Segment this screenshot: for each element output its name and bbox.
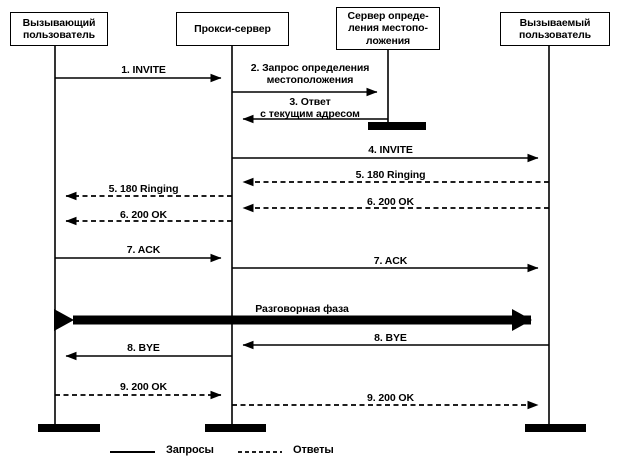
message-label-6-callee-to-proxy: 6. 200 OK [367,196,414,208]
lifeline-lines-group [54,46,550,426]
message-label-8-proxy-to-caller: 8. BYE [127,342,160,354]
lifeline-box-proxy: Прокси-сервер [176,12,289,46]
message-label-4-proxy-to-callee: 4. INVITE [368,144,413,156]
message-label-1-caller-to-proxy: 1. INVITE [121,64,166,76]
message-label-6-proxy-to-caller: 6. 200 OK [120,209,167,221]
activation-bar-location [368,122,426,130]
message-label-7-caller-to-proxy: 7. ACK [126,244,161,256]
message-label-2-proxy-to-location: 2. Запрос определения местоположения [250,62,370,87]
lifeline-box-location: Сервер опреде- ления местопо- ложения [336,7,440,50]
lifeline-box-caller: Вызывающий пользователь [10,12,108,46]
message-label-7-proxy-to-callee: 7. ACK [373,255,408,267]
talk-phase-label: Разговорная фаза [255,303,349,315]
terminator-bar-callee [525,424,586,432]
message-label-9-proxy-to-callee: 9. 200 OK [367,392,414,404]
message-label-3-location-to-proxy: 3. Ответ с текущим адресом [260,96,360,121]
legend-label-dashed: Ответы [293,444,334,456]
message-lines-group [54,73,549,410]
message-label-9-caller-to-proxy: 9. 200 OK [120,381,167,393]
legend-label-solid: Запросы [166,444,214,456]
message-label-5-callee-to-proxy: 5. 180 Ringing [355,169,426,181]
terminator-bar-caller [38,424,100,432]
message-label-5-proxy-to-caller: 5. 180 Ringing [108,183,179,195]
lifeline-box-callee: Вызываемый пользователь [500,12,610,46]
message-label-8-callee-to-proxy: 8. BYE [374,332,407,344]
terminator-bar-proxy [205,424,266,432]
